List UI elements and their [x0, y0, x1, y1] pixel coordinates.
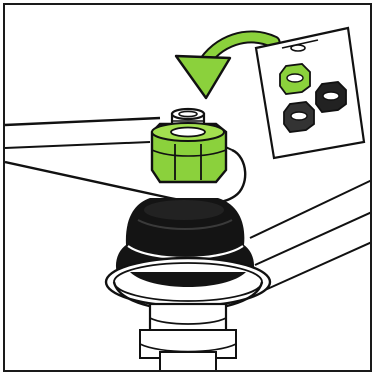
- joint-flange: [106, 258, 270, 310]
- package-nut-green: [280, 64, 310, 94]
- lower-arm: [250, 180, 372, 290]
- lower-stud: [140, 304, 236, 372]
- lock-nut-icon: [152, 123, 226, 182]
- package-nut-black-2: [284, 102, 314, 132]
- package-nut-black-1: [316, 82, 346, 112]
- parts-package-icon: [256, 28, 364, 158]
